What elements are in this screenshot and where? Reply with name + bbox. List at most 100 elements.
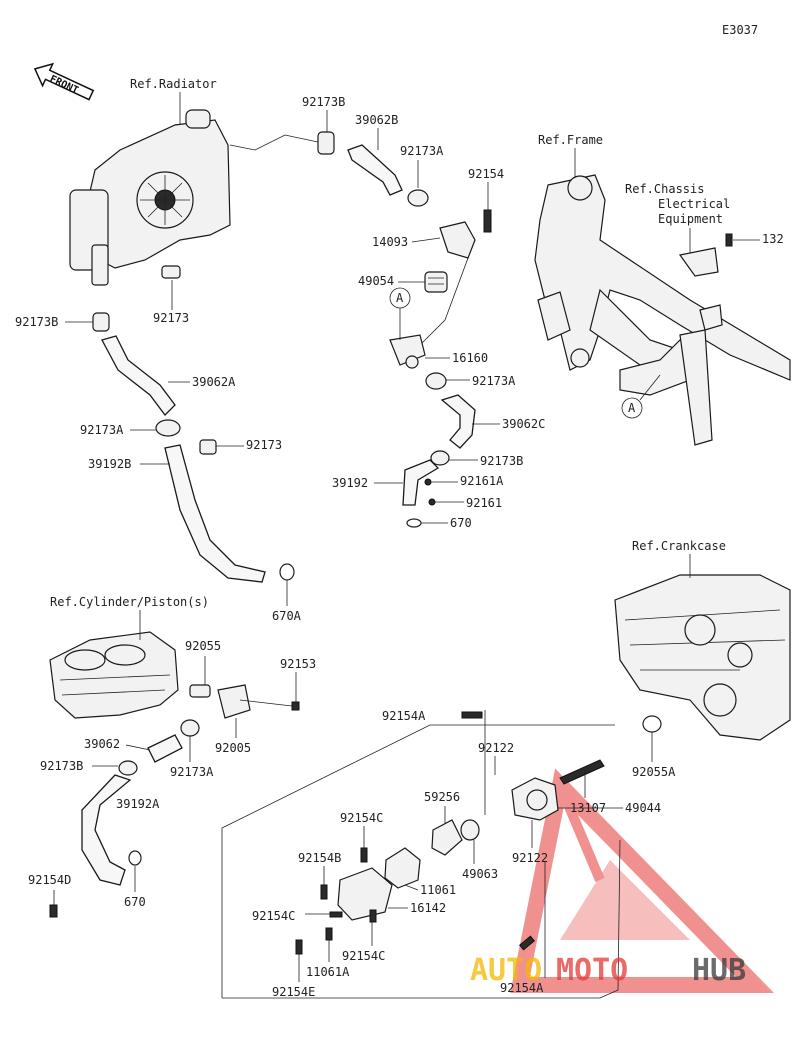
bolt-92154C-bot: [369, 909, 377, 923]
part-92173-left: 92173: [246, 438, 282, 452]
callout-A-mid-letter: A: [396, 291, 404, 305]
part-92173A-top: 92173A: [400, 144, 444, 158]
bolt-92153: [291, 701, 300, 711]
part-92154: 92154: [468, 167, 504, 181]
outline-box-top: [221, 724, 615, 998]
frame-assembly: [534, 174, 791, 446]
part-16160: 16160: [452, 351, 488, 365]
bolt-92154D: [49, 904, 58, 918]
part-92154A-top: 92154A: [382, 709, 426, 723]
part-92173A-low: 92173A: [170, 765, 214, 779]
outline-box-bottom: [222, 839, 621, 999]
part-14093: 14093: [372, 235, 408, 249]
bolt-92154A-top: [461, 711, 483, 719]
bolt-92154E: [295, 939, 303, 955]
part-49054: 49054: [358, 274, 394, 288]
part-92173B-top: 92173B: [302, 95, 345, 109]
part-49044: 49044: [625, 801, 661, 815]
part-92173B-low: 92173B: [40, 759, 83, 773]
part-92173A-mid: 92173A: [472, 374, 516, 388]
fitting-16160: [389, 334, 426, 369]
part-92154C-bot: 92154C: [342, 949, 385, 963]
bolt-92154A-bot: [519, 935, 535, 951]
watermark-logo: [510, 768, 774, 993]
pump-cover-16142: [337, 867, 393, 921]
part-132: 132: [762, 232, 784, 246]
pump-cover-11061: [384, 847, 421, 889]
shaft-13107: [559, 759, 605, 785]
clamp-92173B-mid: [430, 450, 450, 466]
oring-92055A: [642, 715, 662, 733]
part-39192A: 39192A: [116, 797, 160, 811]
part-92161: 92161: [466, 496, 502, 510]
part-11061A: 11061A: [306, 965, 350, 979]
watermark-auto: AUTO: [470, 953, 542, 988]
ref-chassis-label-3: Equipment: [658, 212, 723, 226]
oring-670A: [279, 563, 295, 581]
part-92122-top: 92122: [478, 741, 514, 755]
clamp-92173A-left: [155, 419, 181, 437]
clamp-92173B-low: [118, 760, 138, 776]
part-11061: 11061: [420, 883, 456, 897]
diagram-code: E3037: [722, 23, 758, 37]
hose-39062A: [101, 335, 176, 416]
watermark-text: AUTO MOTO HUB: [470, 953, 746, 988]
screw-92161: [428, 498, 436, 506]
ref-chassis-label-2: Electrical: [658, 197, 730, 211]
gasket-92055: [189, 684, 211, 698]
part-92173-rad: 92173: [153, 311, 189, 325]
ref-chassis-label-1: Ref.Chassis: [625, 182, 704, 196]
part-39062C: 39062C: [502, 417, 545, 431]
callout-A-frame-letter: A: [628, 401, 636, 415]
watermark-moto: MOTO: [556, 953, 628, 988]
pipe-39192B: [164, 444, 266, 583]
oring-670-low: [128, 850, 142, 866]
part-92154C-left: 92154C: [252, 909, 295, 923]
part-92153: 92153: [280, 657, 316, 671]
part-39192-mid: 39192: [332, 476, 368, 490]
hose-39062C: [440, 394, 476, 449]
screw-92161A: [424, 478, 432, 486]
oring-670-mid: [406, 518, 422, 528]
housing-14093: [439, 221, 476, 259]
part-92055A: 92055A: [632, 765, 676, 779]
impeller-59256: [431, 819, 463, 856]
ref-cylinder-label: Ref.Cylinder/Piston(s): [50, 595, 209, 609]
part-92173B-mid: 92173B: [480, 454, 523, 468]
radiator-assembly: [69, 109, 319, 286]
pipe-39192-mid: [402, 459, 440, 506]
part-39192B: 39192B: [88, 457, 131, 471]
part-670A: 670A: [272, 609, 302, 623]
callout-A-frame: [621, 397, 643, 419]
watermark-hub: HUB: [692, 953, 746, 988]
part-39062: 39062: [84, 737, 120, 751]
part-39062B: 39062B: [355, 113, 398, 127]
part-92161A: 92161A: [460, 474, 504, 488]
part-92122-right: 92122: [512, 851, 548, 865]
bolt-11061A: [325, 927, 333, 941]
bolt-92154: [483, 209, 492, 233]
thermostat-49054: [424, 271, 448, 293]
part-92154D: 92154D: [28, 873, 71, 887]
part-49063: 49063: [462, 867, 498, 881]
bracket-chassis: [678, 247, 719, 277]
clamp-92173A-mid: [425, 372, 447, 390]
clamp-92173A-top: [407, 189, 429, 207]
bolt-132: [725, 233, 733, 247]
ref-crankcase-label: Ref.Crankcase: [632, 539, 726, 553]
part-92154E: 92154E: [272, 985, 315, 999]
crankcase-assembly: [614, 574, 791, 741]
pipe-39192A: [81, 774, 132, 886]
bolt-92154B: [320, 884, 328, 900]
fitting-92005: [217, 684, 251, 719]
front-arrow-icon: FRONT: [33, 62, 95, 101]
ref-radiator-label: Ref.Radiator: [130, 77, 217, 91]
part-59256: 59256: [424, 790, 460, 804]
part-39062A: 39062A: [192, 375, 236, 389]
part-670-mid: 670: [450, 516, 472, 530]
part-92154A-bot: 92154A: [500, 981, 544, 995]
part-92055: 92055: [185, 639, 221, 653]
pump-body-49044: [511, 777, 559, 821]
part-92154B: 92154B: [298, 851, 341, 865]
